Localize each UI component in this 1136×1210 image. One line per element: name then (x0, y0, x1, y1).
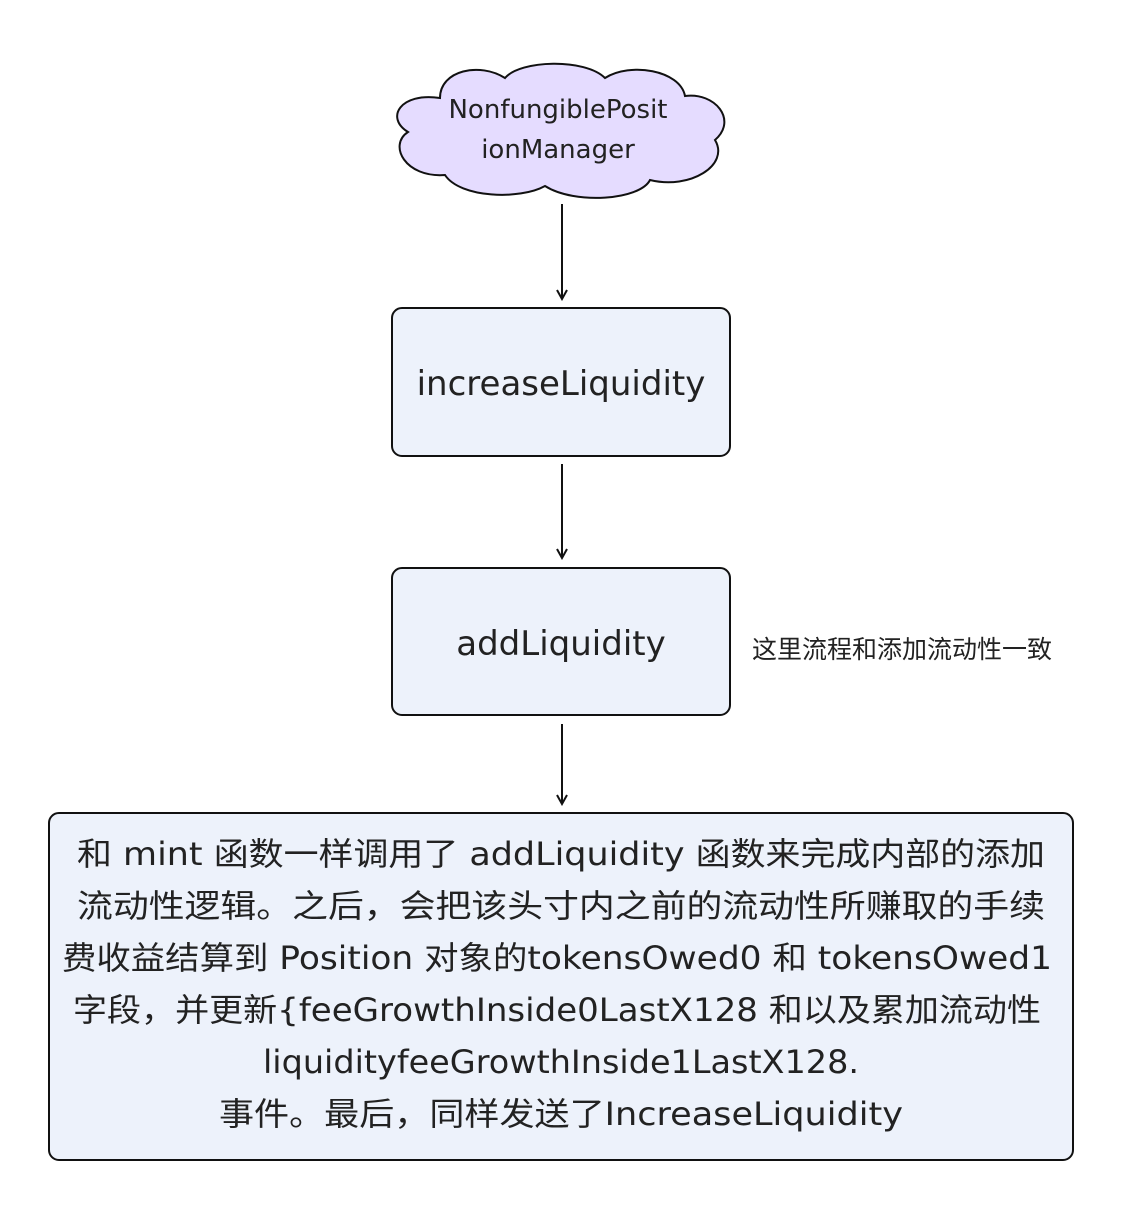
box-node-description: 和 mint 函数一样调用了 addLiquidity 函数来完成内部的添加 流… (48, 812, 1074, 1161)
cloud-label-line-2: ionManager (481, 135, 635, 165)
description-line-2: 流动性逻辑。之后，会把该头寸内之前的流动性所赚取的手续 (77, 887, 1045, 925)
cloud-shape (396, 62, 726, 199)
increase-liquidity-label: increaseLiquidity (417, 364, 706, 404)
description-line-6: 事件。最后，同样发送了IncreaseLiquidity (219, 1095, 903, 1133)
box-description-shape (48, 812, 1074, 1161)
box-node-add-liquidity: addLiquidity (391, 567, 731, 716)
cloud-node-nonfungible-position-manager: NonfungiblePosit ionManager (396, 62, 726, 199)
add-liquidity-note: 这里流程和添加流动性一致 (752, 635, 1052, 664)
description-line-1: 和 mint 函数一样调用了 addLiquidity 函数来完成内部的添加 (77, 835, 1045, 873)
box-node-increase-liquidity: increaseLiquidity (391, 307, 731, 457)
description-line-5: liquidityfeeGrowthInside1LastX128. (263, 1043, 859, 1081)
box-increase-liquidity-shape (391, 307, 731, 457)
description-line-3: 费收益结算到 Position 对象的tokensOwed0 和 tokensO… (62, 939, 1052, 977)
add-liquidity-label: addLiquidity (456, 624, 665, 664)
cloud-label-line-1: NonfungiblePosit (448, 95, 667, 125)
description-line-4: 字段，并更新{feeGrowthInside0LastX128 和以及累加流动性 (73, 991, 1041, 1029)
box-add-liquidity-shape (391, 567, 731, 716)
